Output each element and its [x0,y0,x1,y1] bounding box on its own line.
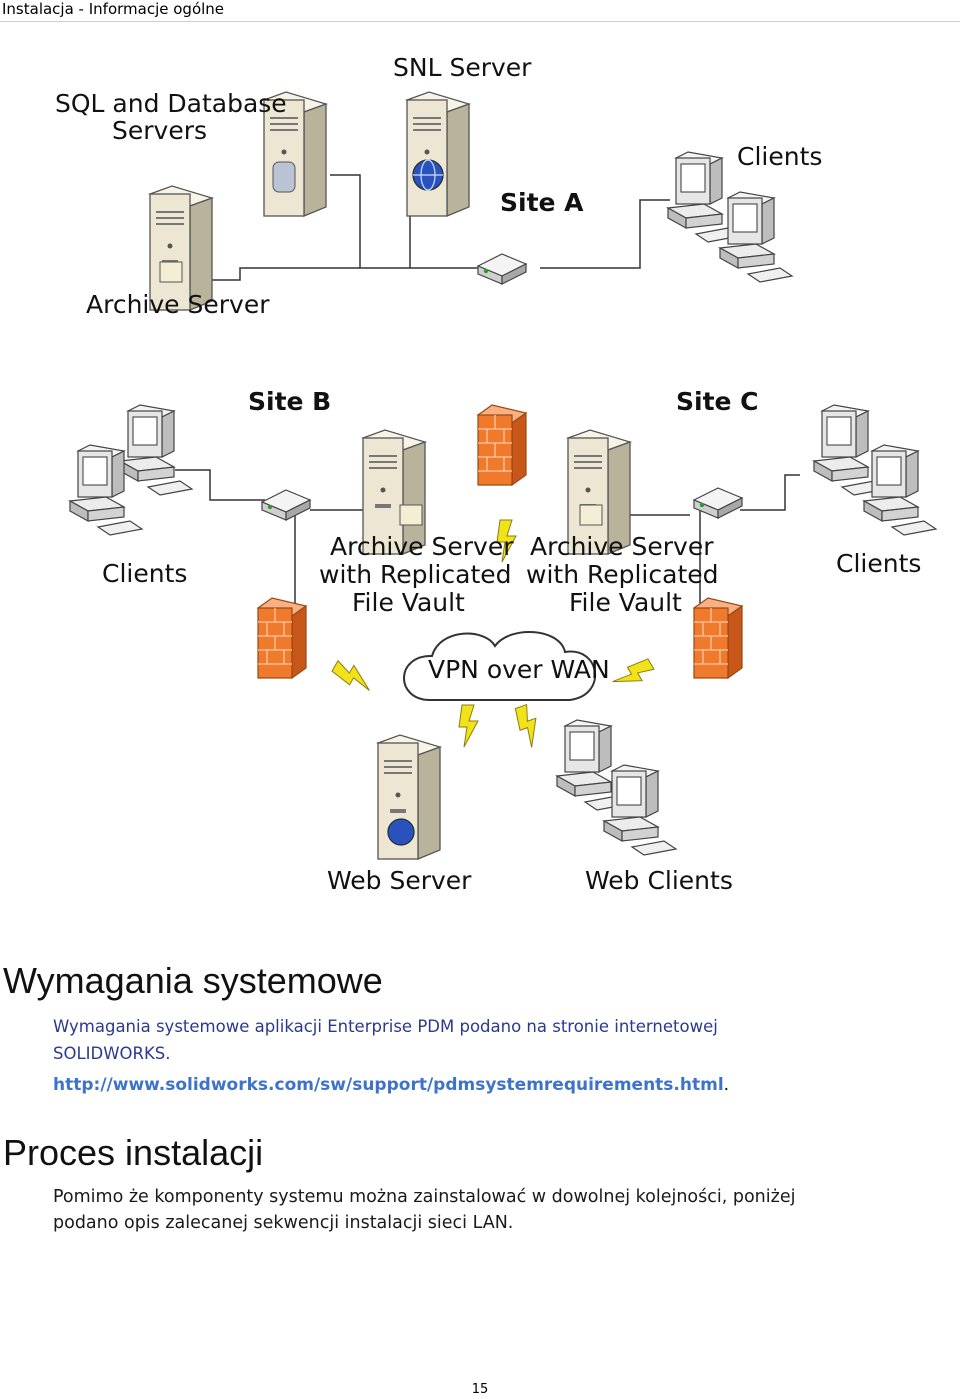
vpn-cloud [403,630,596,701]
label-clients-c: Clients [836,549,921,578]
folder-icon [399,504,423,526]
label-web-server: Web Server [327,866,472,895]
label-archive-b-1: Archive Server [330,532,514,561]
label-sql-servers-2: Servers [112,116,207,145]
label-sql-servers: SQL and Database [55,89,287,118]
globe-icon [387,818,415,846]
lightning-icon [458,704,479,748]
database-icon [272,161,296,193]
label-snl-server: SNL Server [393,53,532,82]
snl-server-icon [406,91,470,217]
firewall-icon [257,597,307,679]
requirements-heading: Wymagania systemowe [3,960,383,1001]
label-archive-c-1: Archive Server [530,532,714,561]
label-vpn: VPN over WAN [428,655,610,684]
firewall-icon [693,597,743,679]
client-pc-icon [119,404,193,496]
network-diagram: SQL and Database Servers SNL Server Clie… [55,53,937,895]
installation-text-line2: podano opis zalecanej sekwencji instalac… [53,1213,514,1233]
requirements-link[interactable]: http://www.solidworks.com/sw/support/pdm… [53,1075,724,1095]
router-icon [693,487,743,519]
folder-icon [579,504,603,526]
label-archive-b-2: with Replicated [319,560,512,589]
lightning-icon [330,656,377,696]
client-pc-icon [719,191,793,283]
label-site-c: Site C [676,387,759,416]
installation-heading: Proces instalacji [3,1132,264,1173]
client-pc-icon [863,444,937,536]
lightning-icon [609,655,657,695]
label-clients-b: Clients [102,559,187,588]
requirements-link-wrap: http://www.solidworks.com/sw/support/pdm… [53,1075,729,1095]
running-header: Instalacja - Informacje ogólne [2,0,225,18]
web-client-pc-icon [603,764,677,856]
header-rule [0,21,960,22]
label-site-b: Site B [248,387,331,416]
client-pc-icon [69,444,143,536]
requirements-text-line1: Wymagania systemowe aplikacji Enterprise… [53,1017,718,1036]
label-web-clients: Web Clients [585,866,733,895]
page-number: 15 [471,1382,489,1397]
link-suffix: . [723,1075,730,1095]
label-site-a: Site A [500,188,584,217]
folder-icon [159,261,183,283]
label-archive-server: Archive Server [86,290,270,319]
lightning-icon [512,702,546,750]
installation-text-line1: Pomimo że komponenty systemu można zains… [53,1187,796,1207]
router-icon [261,489,311,521]
label-archive-b-3: File Vault [352,588,465,617]
label-archive-c-2: with Replicated [526,560,719,589]
label-clients-a: Clients [737,142,822,171]
requirements-text-line2: SOLIDWORKS. [53,1044,171,1063]
router-icon [477,253,527,285]
firewall-icon [477,404,527,486]
label-archive-c-3: File Vault [569,588,682,617]
